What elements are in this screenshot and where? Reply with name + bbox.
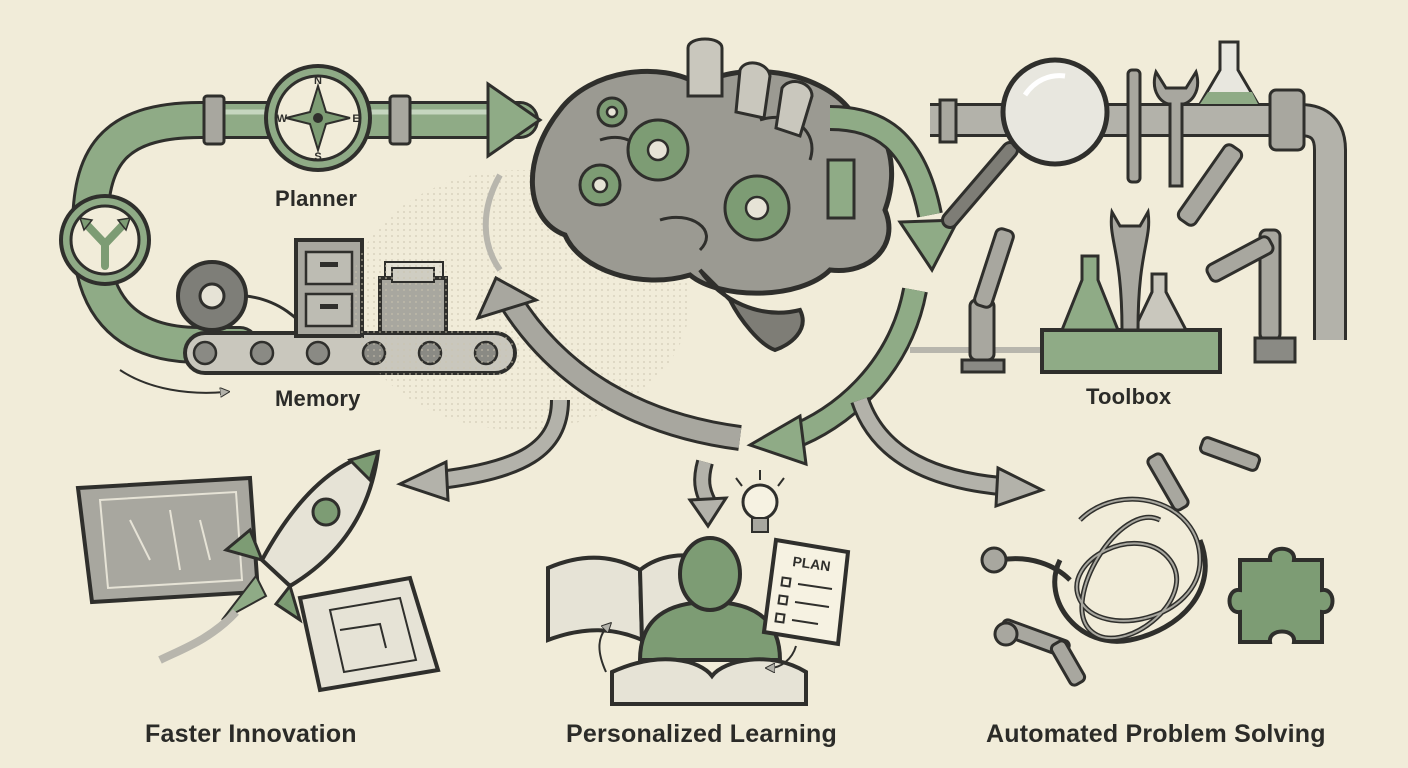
plan-card: PLAN — [761, 537, 851, 647]
brain-illustration — [529, 37, 894, 353]
personalized-learning-label: Personalized Learning — [566, 720, 837, 748]
planner-arrow-head — [486, 81, 543, 159]
learning-branch-arrow — [696, 460, 714, 505]
toolbox-arrow — [829, 108, 940, 218]
compass-letter-w: W — [277, 113, 288, 125]
compass-letter-n: N — [314, 75, 322, 87]
wrench-icon — [1153, 68, 1199, 188]
open-book-icon — [610, 657, 808, 706]
problem-solving-branch-arrow — [853, 397, 1001, 493]
compass-letter-e: E — [352, 113, 359, 125]
toolbox-illustration — [910, 40, 1347, 374]
memory-label: Memory — [275, 386, 361, 411]
puzzle-piece-icon — [1227, 546, 1335, 644]
learning-illustration: PLAN — [546, 470, 851, 706]
faster-innovation-label: Faster Innovation — [145, 720, 357, 748]
floorplan-scroll-icon — [297, 575, 441, 693]
magnifying-glass-icon — [941, 57, 1110, 229]
fork-road-icon — [59, 194, 151, 286]
vacuum-tube-icon — [686, 37, 814, 138]
open-book-icon — [546, 555, 645, 644]
automated-problem-solving-label: Automated Problem Solving — [986, 720, 1326, 748]
learning-feedback-arrow — [786, 287, 925, 448]
lightbulb-icon — [735, 470, 785, 533]
toolbox-label: Toolbox — [1086, 384, 1172, 409]
planner-label: Planner — [275, 186, 358, 211]
compass-icon: N E S W — [264, 64, 372, 172]
toolbox-tray — [1040, 328, 1222, 374]
plan-card-title: PLAN — [792, 553, 832, 574]
innovation-branch-arrow — [439, 399, 567, 487]
compass-letter-s: S — [314, 151, 321, 163]
memory-return-arrow — [501, 294, 742, 448]
blueprint-scroll-icon — [75, 475, 261, 605]
problem-solving-illustration — [980, 436, 1335, 687]
brain-stem — [698, 268, 805, 353]
rocket-icon — [158, 449, 381, 664]
screwdriver-icon — [1126, 68, 1142, 184]
